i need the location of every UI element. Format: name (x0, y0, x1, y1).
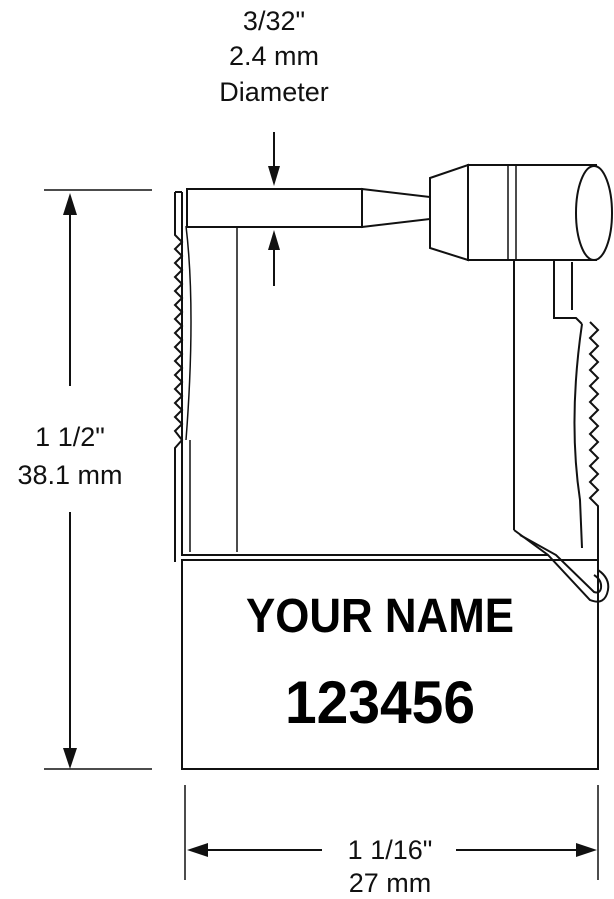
right-strip-curve (573, 323, 583, 549)
shackle-taper (361, 187, 431, 229)
diameter-imperial: 3/32" (243, 6, 305, 36)
left-strip (173, 191, 548, 562)
seal-body: YOUR NAME 123456 (173, 163, 613, 770)
left-strip-curve (185, 225, 192, 441)
right-hook-inner (519, 534, 603, 594)
height-imperial: 1 1/2" (35, 422, 105, 452)
right-strip-teeth (588, 321, 600, 560)
diameter-dimension: 3/32" 2.4 mm Diameter (219, 6, 329, 286)
height-dimension: 1 1/2" 38.1 mm (17, 189, 152, 770)
diameter-label: Diameter (219, 77, 329, 107)
left-strip-teeth (173, 192, 184, 562)
head-collar (429, 163, 469, 262)
diameter-metric: 2.4 mm (229, 41, 319, 71)
locking-head (429, 163, 613, 262)
head-end-cap (575, 165, 613, 261)
tag-number-text: 123456 (285, 669, 475, 736)
right-strip (513, 260, 610, 603)
tag-name-text: YOUR NAME (246, 590, 514, 643)
diameter-arrow-bottom-head (268, 230, 280, 250)
right-strip-step (553, 260, 583, 325)
height-metric: 38.1 mm (17, 460, 122, 490)
width-metric: 27 mm (349, 868, 432, 898)
width-arrow-left-head (187, 843, 208, 857)
shackle (186, 187, 431, 229)
diameter-arrow-top-head (268, 166, 280, 186)
width-imperial: 1 1/16" (348, 835, 433, 865)
shackle-wire (186, 188, 363, 228)
height-arrow-up-head (63, 193, 77, 215)
right-hook-outer (513, 529, 610, 603)
seal-tag (181, 559, 599, 770)
height-arrow-down-head (63, 748, 77, 769)
width-arrow-right-head (576, 843, 597, 857)
width-dimension: 1 1/16" 27 mm (184, 785, 599, 898)
